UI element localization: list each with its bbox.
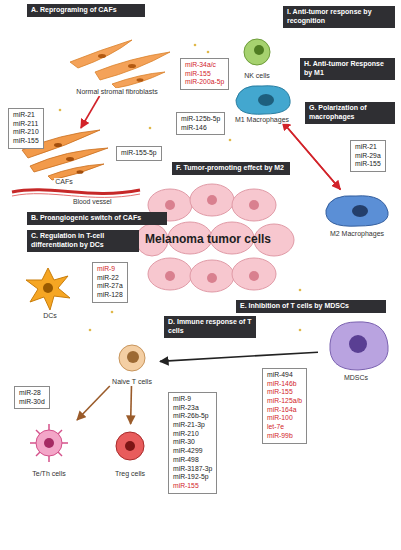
mirna-name: miR-3187-3p [173, 465, 212, 474]
cell-node: Treg cells [100, 424, 160, 478]
section-label: A. Reprograming of CAFs [27, 4, 145, 17]
section-label: B. Proangiogenic switch of CAFs [27, 212, 167, 225]
mirna-name: miR-30d [19, 398, 45, 407]
node-text: Treg cells [114, 470, 146, 478]
mirna-name: miR-498 [173, 456, 212, 465]
mirna-name: miR-210 [173, 430, 212, 439]
cell-node: M2 Macrophages [318, 192, 396, 238]
node-text: Te/Th cells [31, 470, 66, 478]
mirna-name: miR-155 [173, 482, 212, 491]
cell-node: MDSCs [318, 318, 394, 382]
mirna-name: miR-9 [97, 265, 123, 274]
section-label: D. Immune response of T cells [164, 316, 256, 338]
node-text: Naive T cells [111, 378, 153, 386]
node-text: G. Polarization of macrophages [309, 104, 391, 122]
cell-node: NK cells [232, 32, 282, 80]
mirna-callout: miR-125b-5pmiR-146 [176, 112, 225, 135]
node-text: D. Immune response of T cells [168, 318, 252, 336]
section-label: F. Tumor-promoting effect by M2 [172, 162, 290, 175]
figure-label: Blood vessel [72, 198, 113, 205]
mirna-name: miR-155 [267, 388, 302, 397]
mirna-name: miR-200a-5p [185, 78, 224, 87]
mirna-name: miR-26b-5p [173, 412, 212, 421]
mirna-name: miR-21 [355, 143, 381, 152]
mirna-callout: miR-9miR-23amiR-26b-5pmiR-21-3pmiR-210mi… [168, 392, 217, 494]
mirna-name: miR-4299 [173, 447, 212, 456]
mirna-name: miR-494 [267, 371, 302, 380]
mirna-name: miR-99b [267, 432, 302, 441]
mirna-callout: miR-28miR-30d [14, 386, 50, 409]
mirna-name: miR-30 [173, 438, 212, 447]
mirna-name: miR-9 [173, 395, 212, 404]
mirna-name: miR-125b-5p [181, 115, 220, 124]
mirna-callout: miR-34a/cmiR-155miR-200a-5p [180, 58, 229, 90]
connector-arrow [81, 96, 100, 128]
node-text: Normal stromal fibroblasts [75, 88, 158, 96]
mirna-callout: miR-155-5p [116, 146, 162, 161]
cell-node: M1 Macrophages [226, 84, 298, 124]
node-text: Melanoma tumor cells [145, 232, 271, 246]
cell-node: Normal stromal fibroblasts [62, 36, 172, 96]
mirna-callout: miR-9miR-22miR-27amiR-128 [92, 262, 128, 303]
mirna-name: miR-146 [181, 124, 220, 133]
mirna-name: miR-29a [355, 152, 381, 161]
node-text: DCs [42, 312, 58, 320]
cell-node: DCs [14, 262, 86, 320]
connector-arrow [282, 121, 340, 189]
connector-arrow [282, 121, 340, 189]
section-label: C. Regulation in T-cell differentiation … [27, 230, 139, 252]
node-text: CAFs [54, 178, 74, 186]
node-text: I. Anti-tumor response by recognition [287, 8, 391, 26]
mirna-name: miR-28 [19, 389, 45, 398]
connector-arrow [160, 352, 318, 361]
mirna-name: miR-21 [13, 111, 39, 120]
node-text: MDSCs [343, 374, 369, 382]
tumor-title: Melanoma tumor cells [145, 232, 271, 246]
node-text: C. Regulation in T-cell differentiation … [31, 232, 135, 250]
section-label: I. Anti-tumor response by recognition [283, 6, 395, 28]
cell-node: CAFs [18, 128, 110, 186]
node-text: M2 Macrophages [329, 230, 385, 238]
section-label: E. Inhibition of T cells by MDSCs [236, 300, 386, 313]
mirna-name: miR-210 [13, 128, 39, 137]
connector-arrow [77, 386, 110, 420]
node-text: NK cells [243, 72, 271, 80]
section-label: H. Anti-tumor Response by M1 [300, 58, 395, 80]
mirna-name: miR-211 [13, 120, 39, 129]
mirna-name: miR-155 [355, 160, 381, 169]
mirna-name: miR-100 [267, 414, 302, 423]
cell-node: Naive T cells [104, 340, 160, 386]
node-text: M1 Macrophages [234, 116, 290, 124]
node-text: E. Inhibition of T cells by MDSCs [240, 302, 382, 311]
mirna-name: let-7e [267, 423, 302, 432]
section-label: G. Polarization of macrophages [305, 102, 395, 124]
node-text: H. Anti-tumor Response by M1 [304, 60, 391, 78]
mirna-callout: miR-21miR-211miR-210miR-155 [8, 108, 44, 149]
mirna-callout: miR-494miR-146bmiR-155miR-125a/bmiR-164a… [262, 368, 307, 444]
mirna-name: miR-192-5p [173, 473, 212, 482]
node-text: B. Proangiogenic switch of CAFs [31, 214, 163, 223]
mirna-name: miR-155-5p [121, 149, 157, 158]
mirna-callout: miR-21miR-29amiR-155 [350, 140, 386, 172]
mirna-name: miR-128 [97, 291, 123, 300]
mirna-name: miR-27a [97, 282, 123, 291]
cell-node: Te/Th cells [14, 420, 84, 478]
mirna-name: miR-23a [173, 404, 212, 413]
mirna-name: miR-155 [185, 70, 224, 79]
mirna-name: miR-164a [267, 406, 302, 415]
mirna-name: miR-34a/c [185, 61, 224, 70]
node-text: F. Tumor-promoting effect by M2 [176, 164, 286, 173]
mirna-name: miR-22 [97, 274, 123, 283]
mirna-name: miR-125a/b [267, 397, 302, 406]
mirna-name: miR-146b [267, 380, 302, 389]
node-text: A. Reprograming of CAFs [31, 6, 141, 15]
mirna-name: miR-155 [13, 137, 39, 146]
mirna-name: miR-21-3p [173, 421, 212, 430]
connector-arrow [130, 386, 132, 424]
